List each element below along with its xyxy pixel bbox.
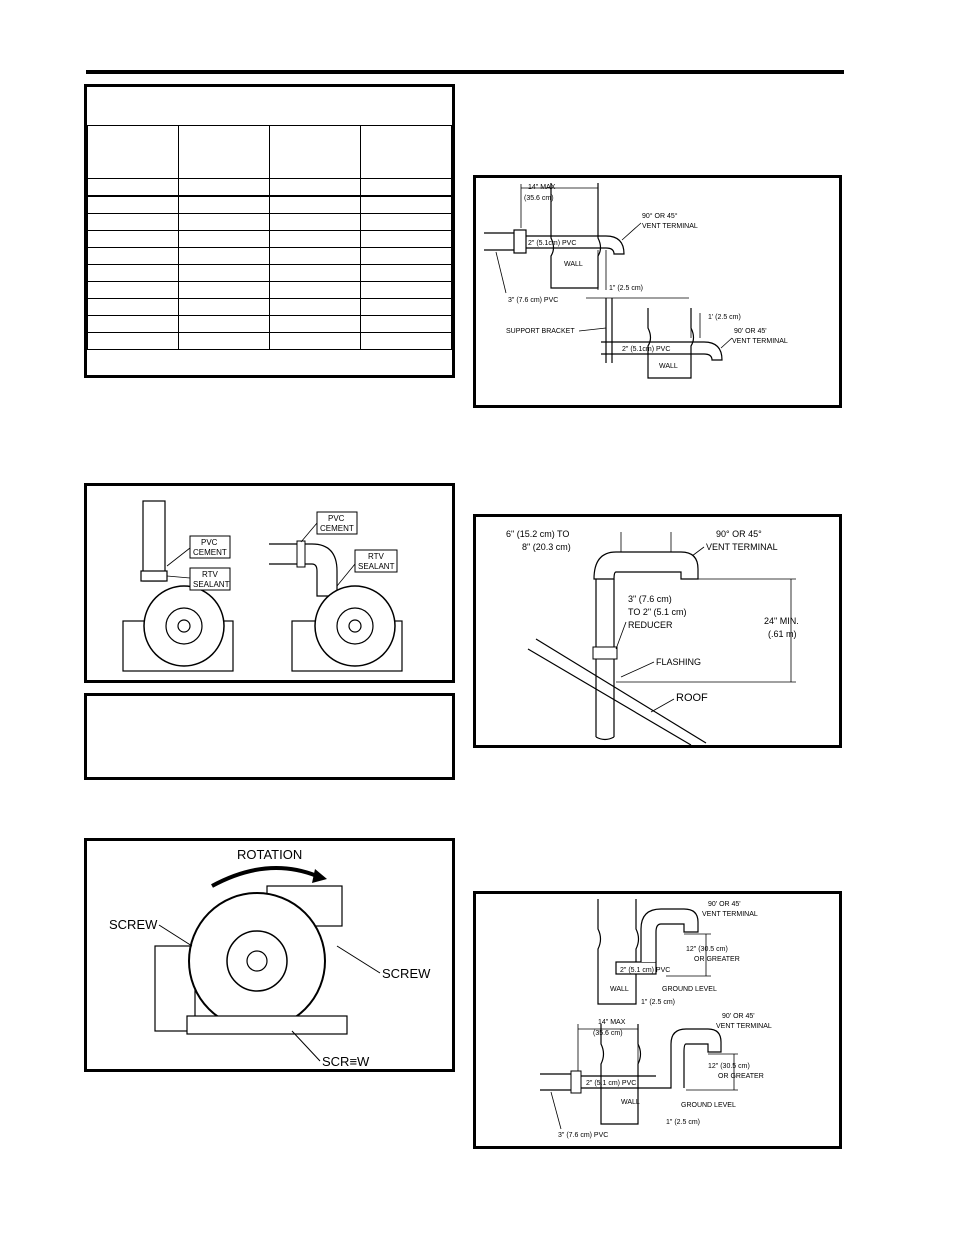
blower-cement-figure: PVC CEMENT RTV SEALANT PVC CEMENT RTV SE… xyxy=(84,483,455,683)
terminal-top-label-1: 90' OR 45' xyxy=(708,901,741,908)
height-top-label-1: 12" (30.5 cm) xyxy=(686,946,728,953)
vent-length-table xyxy=(87,125,452,350)
table-row xyxy=(87,281,452,299)
table-row xyxy=(87,213,452,231)
rtv-label-1: RTV xyxy=(202,570,219,579)
pipe-top-label: 2" (5.1 cm) PVC xyxy=(620,967,670,974)
offset-label-2: 8" (20.3 cm) xyxy=(522,542,571,552)
table-row xyxy=(87,298,452,316)
pvc-cement-b-label-2: CEMENT xyxy=(320,524,354,533)
terminal-top-label-2: VENT TERMINAL xyxy=(642,223,698,230)
rtv-b-label-2: SEALANT xyxy=(358,562,395,571)
wall-top-label: WALL xyxy=(564,261,583,268)
ground-bot-label: GROUND LEVEL xyxy=(681,1102,736,1109)
horizontal-vent-figure: 14" MAX (35.6 cm) 90° OR 45° VENT TERMIN… xyxy=(473,175,842,408)
table-row xyxy=(87,315,452,333)
flashing-label: FLASHING xyxy=(656,657,701,667)
height-bot-label-2: OR GREATER xyxy=(718,1073,764,1080)
rtv-b-label-1: RTV xyxy=(368,552,385,561)
gap-top-label: 1" (2.5 cm) xyxy=(609,285,643,292)
table-row xyxy=(87,332,452,350)
pipe-bot-label: 2" (5.1 cm) PVC xyxy=(586,1080,636,1087)
min-height-label-1: 24" MIN. xyxy=(764,616,799,626)
roof-vent-figure: 6" (15.2 cm) TO 8" (20.3 cm) 90° OR 45° … xyxy=(473,514,842,748)
terminal-top-label: 90° OR 45° xyxy=(642,212,678,220)
table-header-row xyxy=(87,125,452,179)
vent-table-box xyxy=(84,84,455,378)
pipe-top-label: 2" (5.1cm) PVC xyxy=(528,240,576,247)
main-pipe-label: 3" (7.6 cm) PVC xyxy=(508,297,558,304)
table-row xyxy=(87,230,452,248)
wall-bottom-label: WALL xyxy=(659,363,678,370)
roof-label: ROOF xyxy=(676,692,708,704)
screw-bottom-label: SCR≡W xyxy=(322,1054,370,1069)
note-box xyxy=(84,693,455,780)
rotation-label: ROTATION xyxy=(237,847,302,862)
terminal-label-2: VENT TERMINAL xyxy=(706,542,778,552)
max-label-1: 14" MAX xyxy=(598,1019,626,1026)
terminal-label-1: 90° OR 45° xyxy=(716,529,762,539)
table-row xyxy=(87,195,452,214)
pvc-cement-label-2: CEMENT xyxy=(193,548,227,557)
min-height-label-2: (.61 m) xyxy=(768,629,797,639)
terminal-bot-label-1: 90' OR 45' xyxy=(722,1013,755,1020)
bracket-label: SUPPORT BRACKET xyxy=(506,328,575,335)
pvc-cement-b-label-1: PVC xyxy=(328,514,345,523)
header-rule xyxy=(86,70,844,74)
reducer-label-3: REDUCER xyxy=(628,620,673,630)
wall-bot-label: WALL xyxy=(621,1099,640,1106)
roof-vent-drawing: 6" (15.2 cm) TO 8" (20.3 cm) 90° OR 45° … xyxy=(506,529,799,746)
ground-top-label: GROUND LEVEL xyxy=(662,986,717,993)
pipe-bottom-label: 2" (5.1cm) PVC xyxy=(622,346,670,353)
wall-top-label: WALL xyxy=(610,986,629,993)
terminal-bottom-label: 90' OR 45' xyxy=(734,328,767,335)
terminal-bottom-label-2: VENT TERMINAL xyxy=(732,338,788,345)
table-row xyxy=(87,178,452,197)
table-caption xyxy=(87,87,452,126)
gap-bot-label: 1" (2.5 cm) xyxy=(666,1119,700,1126)
rotation-figure: ROTATION SCREW SCREW SCR≡W xyxy=(84,838,455,1072)
max-dim-label: 14" MAX xyxy=(528,184,556,191)
gap-top-label: 1" (2.5 cm) xyxy=(641,999,675,1006)
reducer-label-1: 3" (7.6 cm) xyxy=(628,594,672,604)
height-top-label-2: OR GREATER xyxy=(694,956,740,963)
offset-label-1: 6" (15.2 cm) TO xyxy=(506,529,569,539)
max-label-2: (35.6 cm) xyxy=(593,1030,623,1037)
terminal-bot-label-2: VENT TERMINAL xyxy=(716,1023,772,1030)
horizontal-vent-drawing: 14" MAX (35.6 cm) 90° OR 45° VENT TERMIN… xyxy=(484,183,788,379)
reducer-label-2: TO 2" (5.1 cm) xyxy=(628,607,687,617)
height-bot-label-1: 12" (30.5 cm) xyxy=(708,1063,750,1070)
screw-right-label: SCREW xyxy=(382,966,431,981)
main-pipe-label: 3" (7.6 cm) PVC xyxy=(558,1132,608,1139)
gap-bottom-label: 1' (2.5 cm) xyxy=(708,314,741,321)
pvc-cement-label-1: PVC xyxy=(201,538,218,547)
rtv-label-2: SEALANT xyxy=(193,580,230,589)
terminal-top-label-2: VENT TERMINAL xyxy=(702,911,758,918)
rotation-drawing: ROTATION SCREW SCREW SCR≡W xyxy=(109,847,431,1069)
table-row xyxy=(87,264,452,282)
wall-terminal-figure: 2" (5.1 cm) PVC 90' OR 45' VENT TERMINAL… xyxy=(473,891,842,1149)
wall-terminal-drawing: 2" (5.1 cm) PVC 90' OR 45' VENT TERMINAL… xyxy=(540,899,772,1139)
max-dim-metric-label: (35.6 cm) xyxy=(524,195,554,202)
table-row xyxy=(87,247,452,265)
blower-cement-drawing: PVC CEMENT RTV SEALANT PVC CEMENT RTV SE… xyxy=(122,500,403,672)
screw-left-label: SCREW xyxy=(109,917,158,932)
